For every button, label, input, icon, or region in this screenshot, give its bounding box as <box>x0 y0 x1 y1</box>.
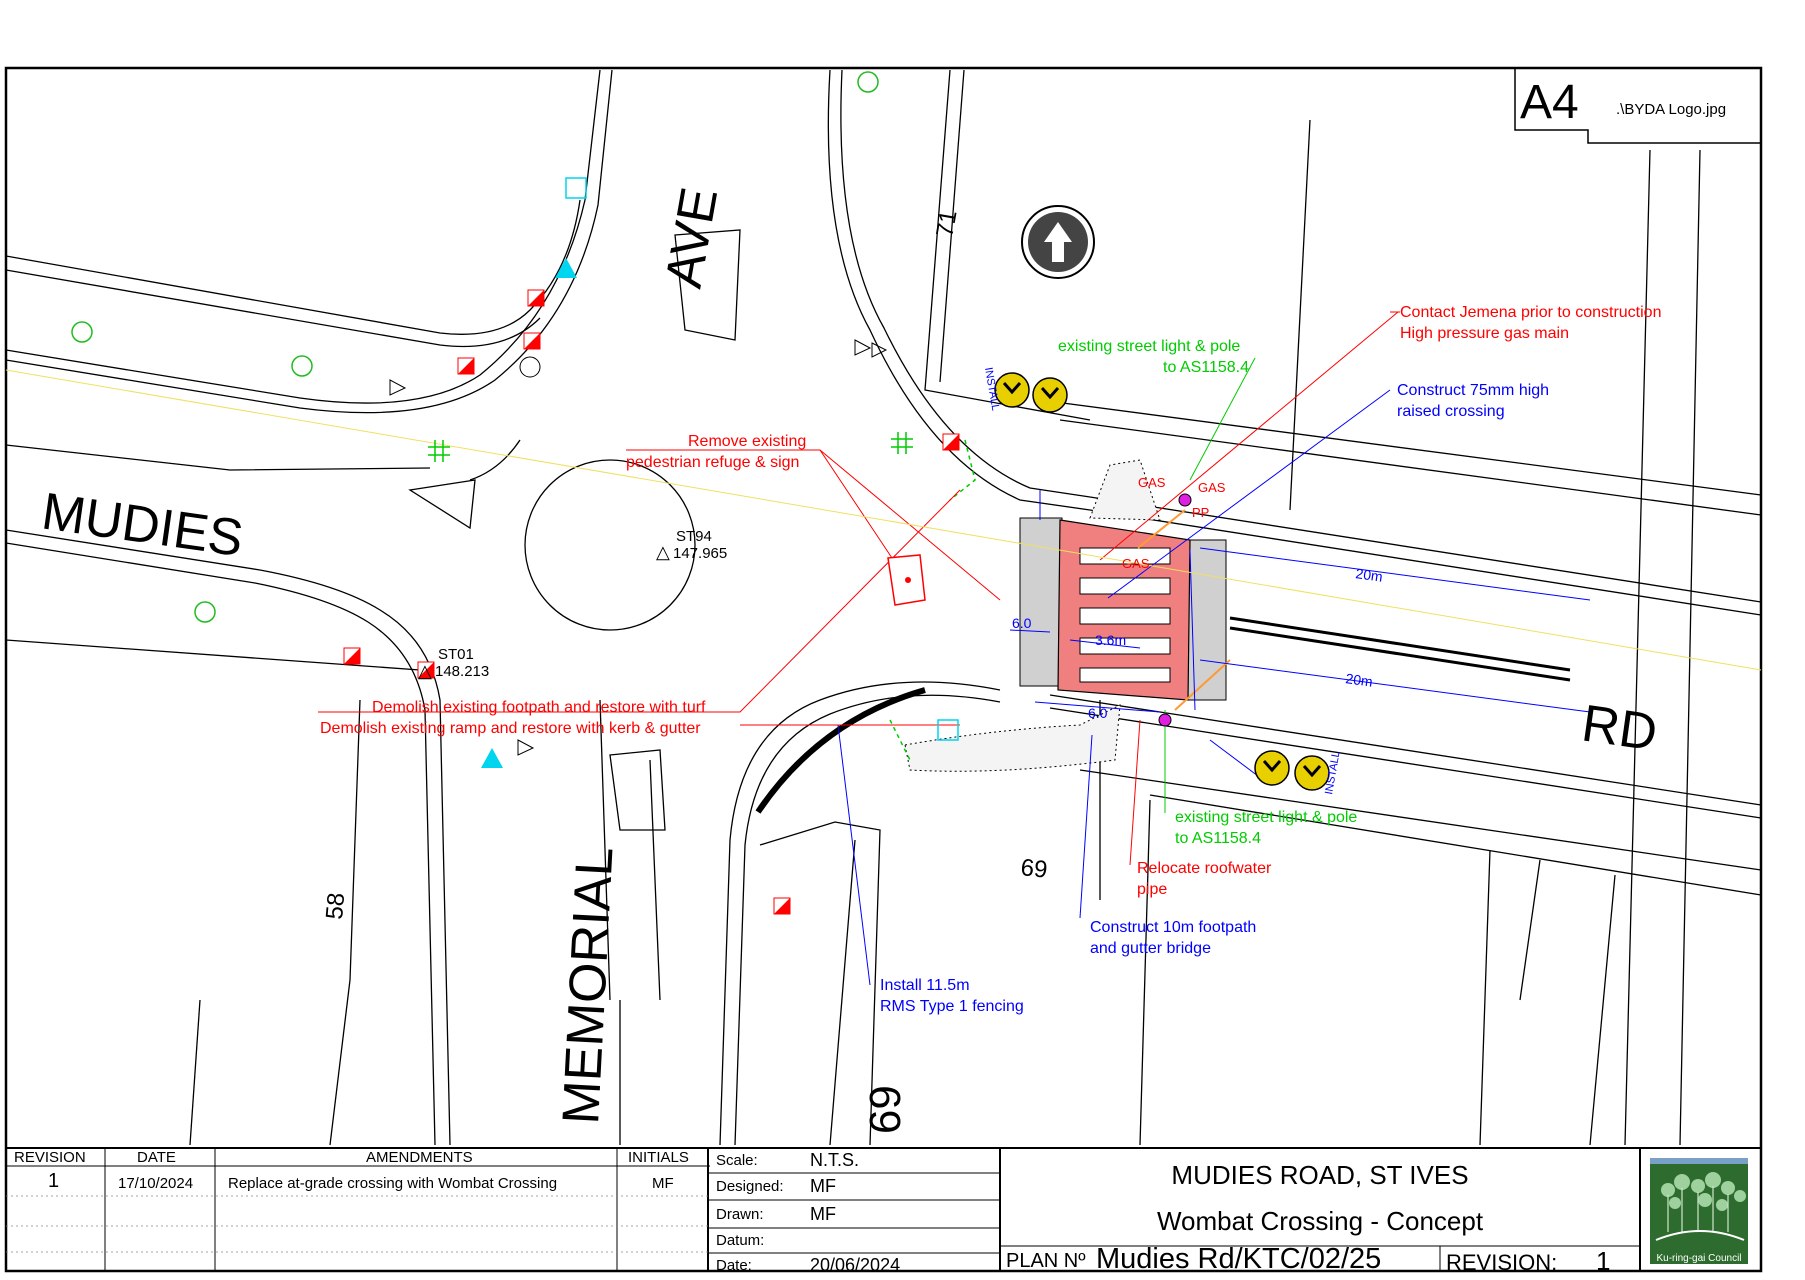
dimension-20m: 20m <box>1355 565 1384 585</box>
crossing-stripe <box>1079 667 1171 683</box>
lot-number: 71 <box>931 208 962 239</box>
row-revision: 1 <box>48 1170 60 1192</box>
pit-icon <box>937 719 959 741</box>
title-block <box>6 1147 1761 1271</box>
gas-label: GAS <box>1198 480 1226 495</box>
lot-number: 69 <box>1019 854 1048 884</box>
gas-label: GAS <box>1138 475 1166 490</box>
designed-label: Designed: <box>716 1178 784 1195</box>
pit-icon <box>565 177 587 199</box>
survey-marker-icon <box>481 748 503 768</box>
crossing-stripe <box>1079 547 1171 565</box>
note-footpath: and gutter bridge <box>1090 940 1211 957</box>
note-gas-contact: Contact Jemena prior to construction <box>1400 304 1661 321</box>
warning-sign-icon <box>994 372 1068 413</box>
street-rd: RD <box>1578 694 1660 762</box>
st01-value: 148.213 <box>435 663 489 680</box>
pp-label: PP <box>1192 505 1209 520</box>
row-date: 17/10/2024 <box>118 1175 194 1192</box>
council-logo <box>1650 1158 1748 1264</box>
dimension-6: 6.0 <box>1012 615 1032 631</box>
project-subtitle: Wombat Crossing - Concept <box>1156 1206 1484 1236</box>
logo-placeholder: .\BYDA Logo.jpg <box>1616 101 1726 118</box>
crossing-stripe <box>1079 607 1171 625</box>
revision-value: 1 <box>1596 1246 1611 1276</box>
st01-label: ST01 <box>438 646 474 663</box>
header-revision: REVISION <box>14 1149 86 1166</box>
dimension-3-6m: 3.6m <box>1095 632 1126 648</box>
plan-number-value: Mudies Rd/KTC/02/25 <box>1096 1243 1382 1275</box>
gas-label: GAS <box>1122 556 1150 571</box>
lot-number: 58 <box>321 892 350 921</box>
header-initials: INITIALS <box>628 1149 689 1166</box>
footpath-patch-south <box>904 704 1121 772</box>
date-value: 20/06/2024 <box>810 1255 901 1275</box>
drawn-label: Drawn: <box>716 1206 764 1223</box>
note-refuge: pedestrian refuge & sign <box>626 454 799 471</box>
st94-label: ST94 <box>676 528 712 545</box>
note-roofwater: pipe <box>1137 881 1167 898</box>
scale-value: N.T.S. <box>810 1150 860 1170</box>
dimension-6: 6.0 <box>1088 705 1108 721</box>
drawn-value: MF <box>810 1204 836 1224</box>
install-label: INSTALL <box>1323 750 1342 795</box>
note-fencing: RMS Type 1 fencing <box>880 998 1024 1015</box>
row-initials: MF <box>652 1175 674 1192</box>
street-mudies: MUDIES <box>38 482 246 568</box>
street-light-icon <box>1158 713 1172 727</box>
note-fencing: Install 11.5m <box>880 977 970 994</box>
warning-sign-icon <box>1254 750 1330 791</box>
dimension-20m: 20m <box>1345 670 1374 690</box>
leader-lines <box>5 311 1762 986</box>
note-roofwater: Relocate roofwater <box>1137 860 1272 877</box>
note-street-light: existing street light & pole <box>1058 338 1240 355</box>
street-memorial: MEMORIAL <box>552 846 624 1126</box>
note-footpath: Construct 10m footpath <box>1090 919 1256 936</box>
survey-labels: ST94 △ 147.965 ST01 △ 148.213 <box>418 528 727 681</box>
tree-icon <box>71 71 879 623</box>
footpath-patch-north <box>1089 459 1161 521</box>
annotation-notes: Contact Jemena prior to construction Hig… <box>320 304 1661 1015</box>
note-gas-contact: High pressure gas main <box>1400 325 1569 342</box>
dimension-labels: 20m 20m 6.0 6.0 3.6m <box>1012 565 1384 721</box>
row-amendment: Replace at-grade crossing with Wombat Cr… <box>228 1175 558 1192</box>
symbols <box>71 71 1330 915</box>
lot-number: 69 <box>860 1085 909 1134</box>
note-refuge: Remove existing <box>688 433 806 450</box>
wombat-crossing <box>755 439 1571 814</box>
crossing-ramp-west <box>1019 517 1063 687</box>
note-raised-crossing: raised crossing <box>1397 403 1505 420</box>
note-raised-crossing: Construct 75mm high <box>1397 382 1549 399</box>
note-street-light: existing street light & pole <box>1175 809 1357 826</box>
note-street-light: to AS1158.4 <box>1163 359 1249 376</box>
street-ave: AVE <box>655 183 730 292</box>
header-amendments: AMENDMENTS <box>366 1149 473 1166</box>
survey-marker-icon <box>555 258 577 278</box>
rms-fencing <box>755 687 926 814</box>
street-light-icon <box>1178 493 1192 507</box>
drainage-pit-icon <box>343 289 960 915</box>
designed-value: MF <box>810 1176 836 1196</box>
note-street-light: to AS1158.4 <box>1175 830 1261 847</box>
sheet-size-label: A4 <box>1520 76 1579 129</box>
datum-label: Datum: <box>716 1232 765 1249</box>
revision-label: REVISION: <box>1446 1250 1558 1275</box>
sign-post-icon <box>389 339 888 756</box>
scale-label: Scale: <box>716 1152 758 1169</box>
council-name: Ku-ring-gai Council <box>1656 1253 1741 1264</box>
project-title: MUDIES ROAD, ST IVES <box>1171 1160 1469 1190</box>
st01-marker-icon: △ <box>418 661 432 681</box>
header-date: DATE <box>137 1149 176 1166</box>
install-label: INSTALL <box>982 366 1001 411</box>
hydrant-icon <box>428 432 913 462</box>
date-label: Date: <box>716 1257 752 1274</box>
st94-marker-icon: △ <box>656 542 670 562</box>
sheet-size-box <box>1514 68 1761 144</box>
st94-value: 147.965 <box>673 545 727 562</box>
plan-number-label: PLAN Nº <box>1006 1250 1086 1272</box>
note-demolish: Demolish existing footpath and restore w… <box>372 699 706 716</box>
note-demolish: Demolish existing ramp and restore with … <box>320 720 701 737</box>
